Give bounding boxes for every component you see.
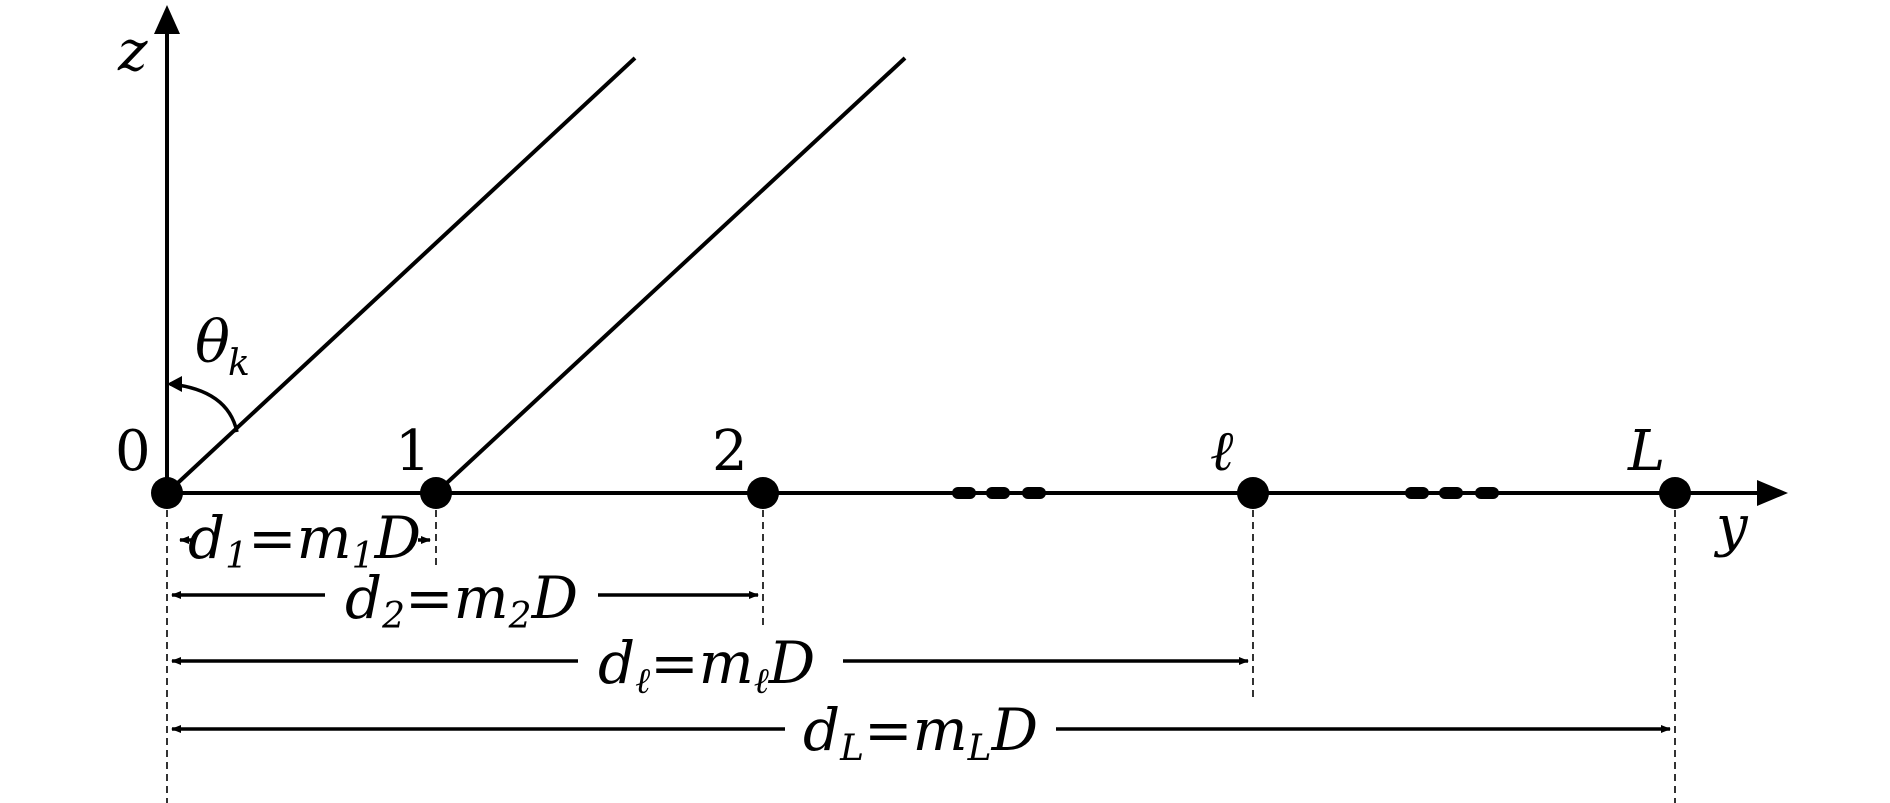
distance-dl: dℓ=mℓD xyxy=(171,629,1249,702)
distance-d2: d2=m2D xyxy=(171,564,759,637)
z-axis-arrowhead xyxy=(154,5,180,34)
z-axis-label: z xyxy=(117,19,148,84)
angle-subscript: k xyxy=(228,343,250,384)
antenna-dot xyxy=(1237,477,1269,509)
angle-theta-k: θ k xyxy=(167,308,250,433)
incident-ray-2 xyxy=(434,56,907,495)
y-axis-label: y xyxy=(1713,494,1749,559)
distance-dL: dL=mLD xyxy=(171,696,1671,769)
distance-label: d1=m1D xyxy=(188,504,421,577)
antenna-label: 2 xyxy=(712,419,748,484)
antenna-label: L xyxy=(1627,419,1665,484)
distance-d1: d1=m1D xyxy=(179,504,431,577)
incident-ray-1 xyxy=(165,56,637,495)
distance-label: dℓ=mℓD xyxy=(598,629,815,702)
antenna-dot xyxy=(747,477,779,509)
antenna-1: 1 xyxy=(395,419,452,509)
antenna-l: ℓ xyxy=(1210,419,1269,509)
angle-symbol: θ xyxy=(195,308,230,376)
antenna-0: 0 xyxy=(115,419,183,509)
antenna-2: 2 xyxy=(712,419,779,509)
antenna-dot xyxy=(151,477,183,509)
distance-label: d2=m2D xyxy=(345,564,578,637)
antenna-L: L xyxy=(1627,419,1691,509)
antenna-label: 1 xyxy=(395,419,431,484)
antenna-label: 0 xyxy=(115,419,151,484)
antenna-dot xyxy=(420,477,452,509)
y-axis-arrowhead xyxy=(1757,480,1788,506)
antenna-dot xyxy=(1659,477,1691,509)
angle-arc xyxy=(169,382,239,433)
angle-arc-arrowhead xyxy=(167,376,182,392)
ellipsis-1 xyxy=(952,487,1046,499)
ellipsis-2 xyxy=(1405,487,1499,499)
distance-label: dL=mLD xyxy=(803,696,1038,769)
z-axis: z xyxy=(117,5,180,493)
antenna-label: ℓ xyxy=(1210,419,1234,484)
